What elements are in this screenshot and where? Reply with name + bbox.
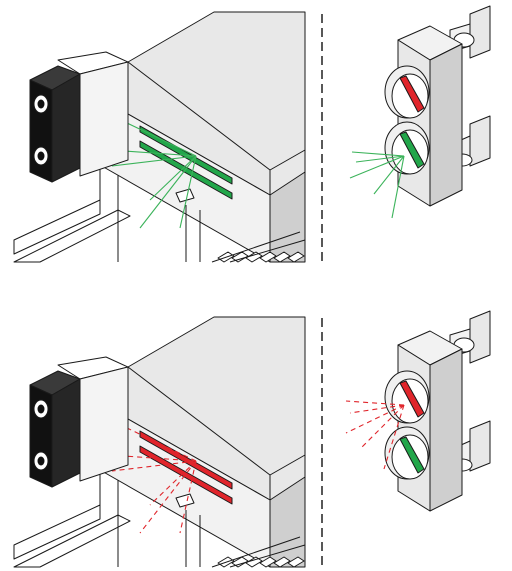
conveyor-rail xyxy=(229,544,306,568)
conveyor-roller xyxy=(287,251,305,263)
sensor-mount-side xyxy=(79,61,129,177)
housing-ridge xyxy=(269,454,306,476)
sensor-mount-side xyxy=(79,366,129,482)
bracket-plate xyxy=(469,420,491,472)
sensor-body-side xyxy=(51,73,81,183)
beam-ray xyxy=(139,460,197,534)
beam-ray xyxy=(391,155,405,219)
signal-lamp xyxy=(384,370,430,424)
signal-lamp xyxy=(384,426,430,480)
emitter-right xyxy=(175,493,195,508)
sensor-lens-core xyxy=(37,404,45,414)
bracket-plate xyxy=(469,115,491,167)
conveyor-roller xyxy=(245,251,263,263)
beam-ray xyxy=(179,155,197,229)
machine-housing-icon xyxy=(13,316,306,568)
frame-rail xyxy=(13,514,131,568)
beam-ray xyxy=(349,155,405,179)
conveyor-rail xyxy=(211,231,301,263)
beam-ray xyxy=(355,155,405,163)
conveyor-roller xyxy=(273,556,291,568)
lamp-light xyxy=(399,436,425,474)
sensor-lens-core xyxy=(37,456,45,466)
sensor-head-icon xyxy=(29,356,129,488)
traffic-signal-icon xyxy=(384,310,491,512)
conveyor-roller xyxy=(259,556,277,568)
housing-ridge xyxy=(269,149,306,171)
signal-side xyxy=(429,348,463,512)
conveyor-roller xyxy=(287,556,305,568)
beam-ray xyxy=(349,404,405,414)
lamp-light xyxy=(399,380,425,418)
signal-lamp xyxy=(384,121,430,175)
lamp-light xyxy=(399,75,425,113)
sensor-head-icon xyxy=(29,51,129,183)
frame-rail xyxy=(13,209,131,263)
indicator-bar xyxy=(139,445,233,505)
beam-ray xyxy=(361,404,405,448)
machine-housing-icon xyxy=(13,11,306,263)
sensor-lens-core xyxy=(37,99,45,109)
sensor-body-side xyxy=(51,378,81,488)
conveyor-roller xyxy=(273,251,291,263)
signal-lamp xyxy=(384,65,430,119)
beam-ray xyxy=(373,155,405,195)
conveyor-roller xyxy=(259,251,277,263)
housing-ridge xyxy=(127,61,271,171)
bracket-plate xyxy=(469,5,491,59)
beam-ray xyxy=(383,404,405,470)
lamp-light xyxy=(399,131,425,169)
conveyor-rail xyxy=(229,239,306,263)
sensor-lens-core xyxy=(37,151,45,161)
conveyor-rail xyxy=(211,536,301,568)
signal-side xyxy=(429,43,463,207)
emitter-right xyxy=(175,188,195,203)
beam-ray xyxy=(149,460,197,506)
indicator-bar xyxy=(139,140,233,200)
scene-alarm xyxy=(13,310,491,568)
beam-ray xyxy=(139,155,197,229)
conveyor-roller xyxy=(245,556,263,568)
signal-beams xyxy=(349,151,405,219)
beam-ray xyxy=(179,460,197,534)
housing-ridge xyxy=(127,366,271,476)
beam-ray xyxy=(111,155,197,167)
beam-ray xyxy=(345,400,405,406)
traffic-signal-icon xyxy=(384,5,491,207)
beam-ray xyxy=(149,155,197,201)
beam-ray xyxy=(345,404,405,434)
scene-ok xyxy=(13,5,491,263)
signal-beams xyxy=(345,400,405,470)
beam-ray xyxy=(351,151,405,157)
bracket-plate xyxy=(469,310,491,364)
